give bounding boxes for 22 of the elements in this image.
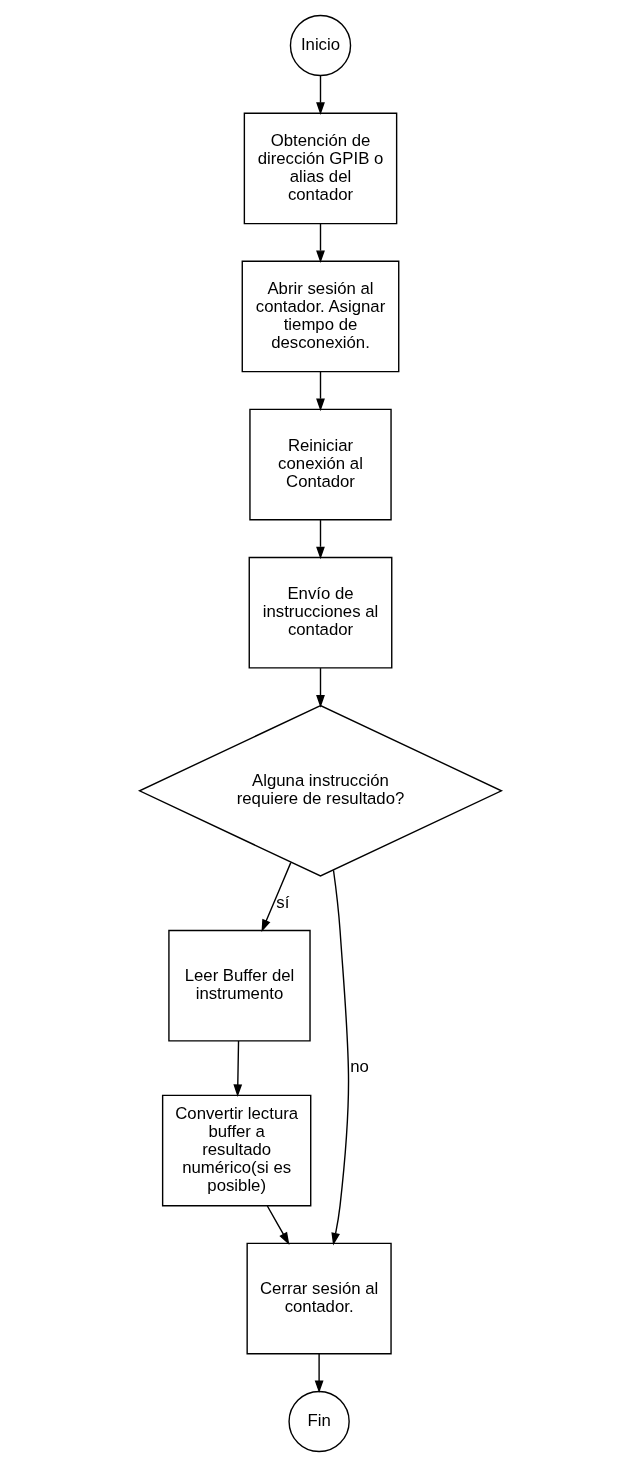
arrow: [232, 1040, 242, 1097]
arrow: [330, 869, 349, 1246]
arrow: [315, 371, 325, 412]
node-circle: Inicio: [289, 14, 351, 77]
node-box: Reiniciar conexión al Contador: [248, 408, 392, 521]
node-box: Cerrar sesión al contador.: [245, 1242, 392, 1355]
arrow: [261, 861, 291, 933]
edge-label: sí: [275, 892, 289, 912]
node-box: Envío de instrucciones al contador: [248, 556, 392, 669]
arrow: [315, 223, 325, 264]
node-box: Leer Buffer del instrumento: [167, 929, 311, 1042]
arrow: [315, 519, 325, 560]
arrow: [266, 1205, 289, 1245]
arrow: [315, 667, 325, 708]
node-box: Obtención de dirección GPIB o alias del contador: [243, 112, 397, 225]
node-box: Convertir lectura buffer a resultado numérico(si es posible): [161, 1094, 311, 1207]
node-box: Abrir sesión al contador. Asignar tiempo de desconexión.: [241, 260, 399, 373]
arrow: [315, 75, 325, 115]
node-diamond: Alguna instrucción requiere de resultado?: [137, 704, 503, 877]
node-circle: Fin: [287, 1390, 350, 1453]
arrow: [314, 1353, 323, 1394]
edge-label: no: [349, 1057, 369, 1077]
